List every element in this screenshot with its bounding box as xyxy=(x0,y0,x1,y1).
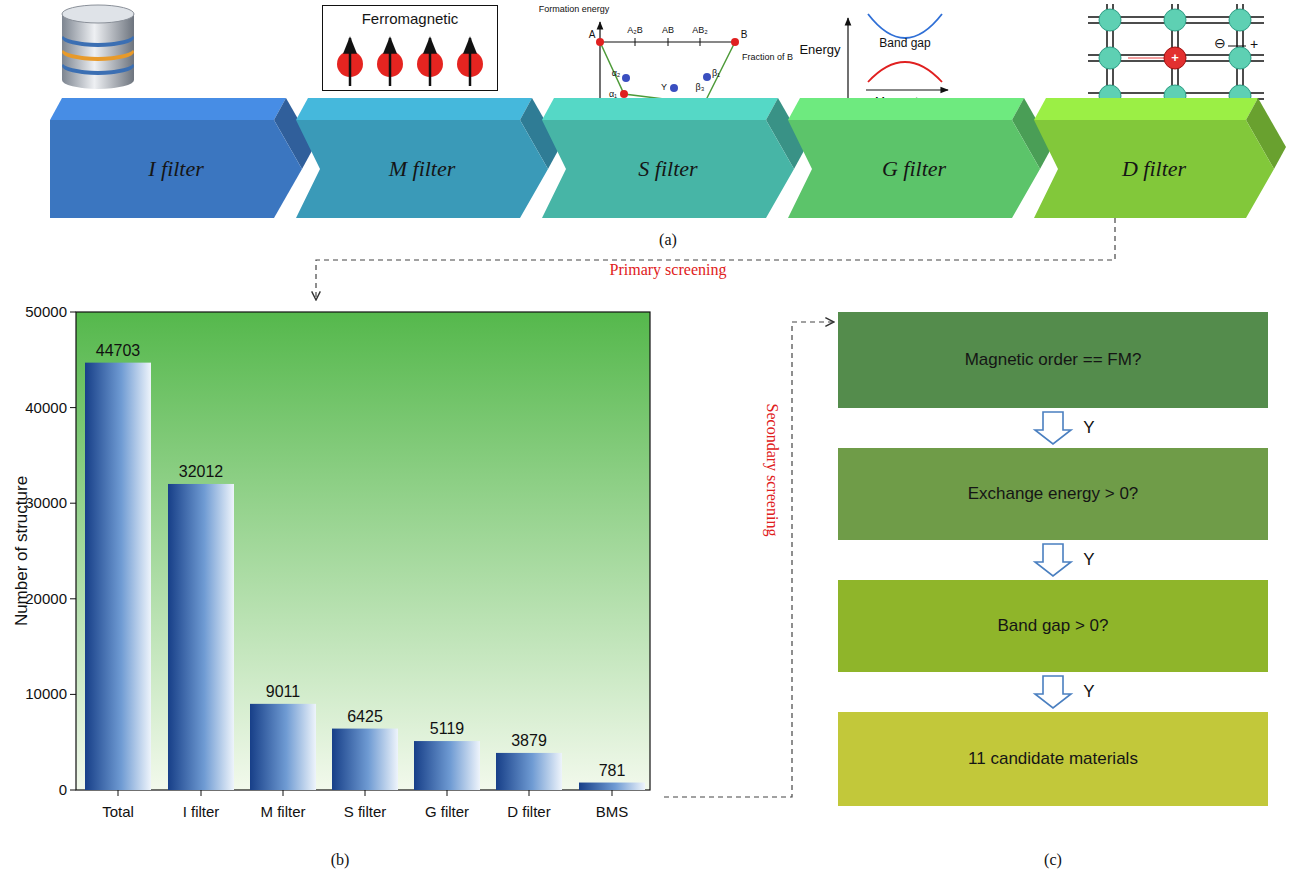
bar xyxy=(496,753,562,790)
edge-label: Y xyxy=(1083,683,1094,702)
tick-label: 50000 xyxy=(25,304,67,321)
leader-line xyxy=(316,218,1115,300)
annotation: Primary screening xyxy=(610,261,727,279)
bar xyxy=(332,729,398,790)
tick-label: 40000 xyxy=(25,399,67,416)
tick-label: AB₂ xyxy=(692,26,708,36)
filter-chevron: M filter xyxy=(296,98,548,218)
point-label: β₃ xyxy=(696,83,705,93)
point-label: β₁ xyxy=(712,69,720,79)
axis-title: Energy xyxy=(799,43,840,57)
point-label: B xyxy=(741,29,748,40)
node-text: Magnetic order == FM? xyxy=(965,350,1142,370)
category-label: S filter xyxy=(344,804,387,821)
node-text: D filter xyxy=(1122,156,1186,182)
tick-label: 30000 xyxy=(25,495,67,512)
panel-label: (b) xyxy=(331,851,350,869)
leader-line xyxy=(664,322,834,797)
category-label: G filter xyxy=(425,804,469,821)
database-icon xyxy=(62,5,134,89)
axis-title: Formation energy xyxy=(539,5,610,15)
value-label: 781 xyxy=(599,762,626,780)
process-box: Band gap > 0? xyxy=(838,580,1268,672)
value-label: 32012 xyxy=(179,463,224,481)
tick-label: A₂B xyxy=(627,26,643,36)
process-box: Exchange energy > 0? xyxy=(838,448,1268,540)
node-text: Exchange energy > 0? xyxy=(968,484,1139,504)
category-label: BMS xyxy=(596,804,629,821)
icon-box: Ferromagnetic xyxy=(322,5,498,91)
value-label: 9011 xyxy=(266,683,300,701)
panel-label: (a) xyxy=(659,231,677,249)
charge-symbol: ⊖ xyxy=(1214,36,1226,51)
node-text: S filter xyxy=(638,156,697,182)
axis-title: Fraction of B xyxy=(742,53,793,63)
node-text: M filter xyxy=(389,156,456,182)
block-arrow xyxy=(1035,676,1071,708)
edge-label: Y xyxy=(1083,551,1094,570)
category-label: Total xyxy=(102,804,134,821)
panel-label: (c) xyxy=(1044,851,1062,869)
process-box: Magnetic order == FM? xyxy=(838,312,1268,408)
category-label: M filter xyxy=(261,804,306,821)
edge-label: Y xyxy=(1083,419,1094,438)
node-text: I filter xyxy=(148,156,204,182)
band-gap-icon xyxy=(848,14,948,98)
tick-label: 20000 xyxy=(25,591,67,608)
filter-chevron: S filter xyxy=(542,98,794,218)
annotation: Secondary screening xyxy=(763,404,781,537)
category-label: I filter xyxy=(183,804,220,821)
spin-icon xyxy=(337,38,483,86)
filter-chevron: G filter xyxy=(788,98,1040,218)
value-label: 44703 xyxy=(96,342,141,360)
bar xyxy=(414,741,480,790)
block-arrow xyxy=(1035,544,1071,576)
charge-symbol: + xyxy=(1250,37,1258,52)
filter-chevron: I filter xyxy=(50,98,302,218)
point-label: α₂ xyxy=(612,69,621,79)
node-text: G filter xyxy=(882,156,946,182)
lattice-icon xyxy=(1088,4,1264,112)
node-text: 11 candidate materials xyxy=(968,749,1138,769)
value-label: 3879 xyxy=(511,732,547,750)
process-box: 11 candidate materials xyxy=(838,712,1268,806)
value-label: 6425 xyxy=(347,708,383,726)
bar xyxy=(250,704,316,790)
node-text: Ferromagnetic xyxy=(362,10,459,27)
bar xyxy=(168,484,234,790)
value-label: 5119 xyxy=(430,720,464,738)
block-arrow xyxy=(1035,412,1071,444)
filter-chevron: D filter xyxy=(1034,98,1274,218)
tick-label: AB xyxy=(662,26,674,36)
tick-label: 0 xyxy=(59,782,67,799)
annotation: Band gap xyxy=(879,37,930,50)
tick-label: 10000 xyxy=(25,686,67,703)
bar-chart-frame xyxy=(70,312,650,796)
point-label: A xyxy=(589,29,596,40)
bar xyxy=(85,363,151,790)
charge-symbol: + xyxy=(1171,51,1179,65)
bar xyxy=(579,783,645,790)
point-label: Y xyxy=(661,83,667,93)
category-label: D filter xyxy=(507,804,550,821)
node-text: Band gap > 0? xyxy=(997,616,1108,636)
